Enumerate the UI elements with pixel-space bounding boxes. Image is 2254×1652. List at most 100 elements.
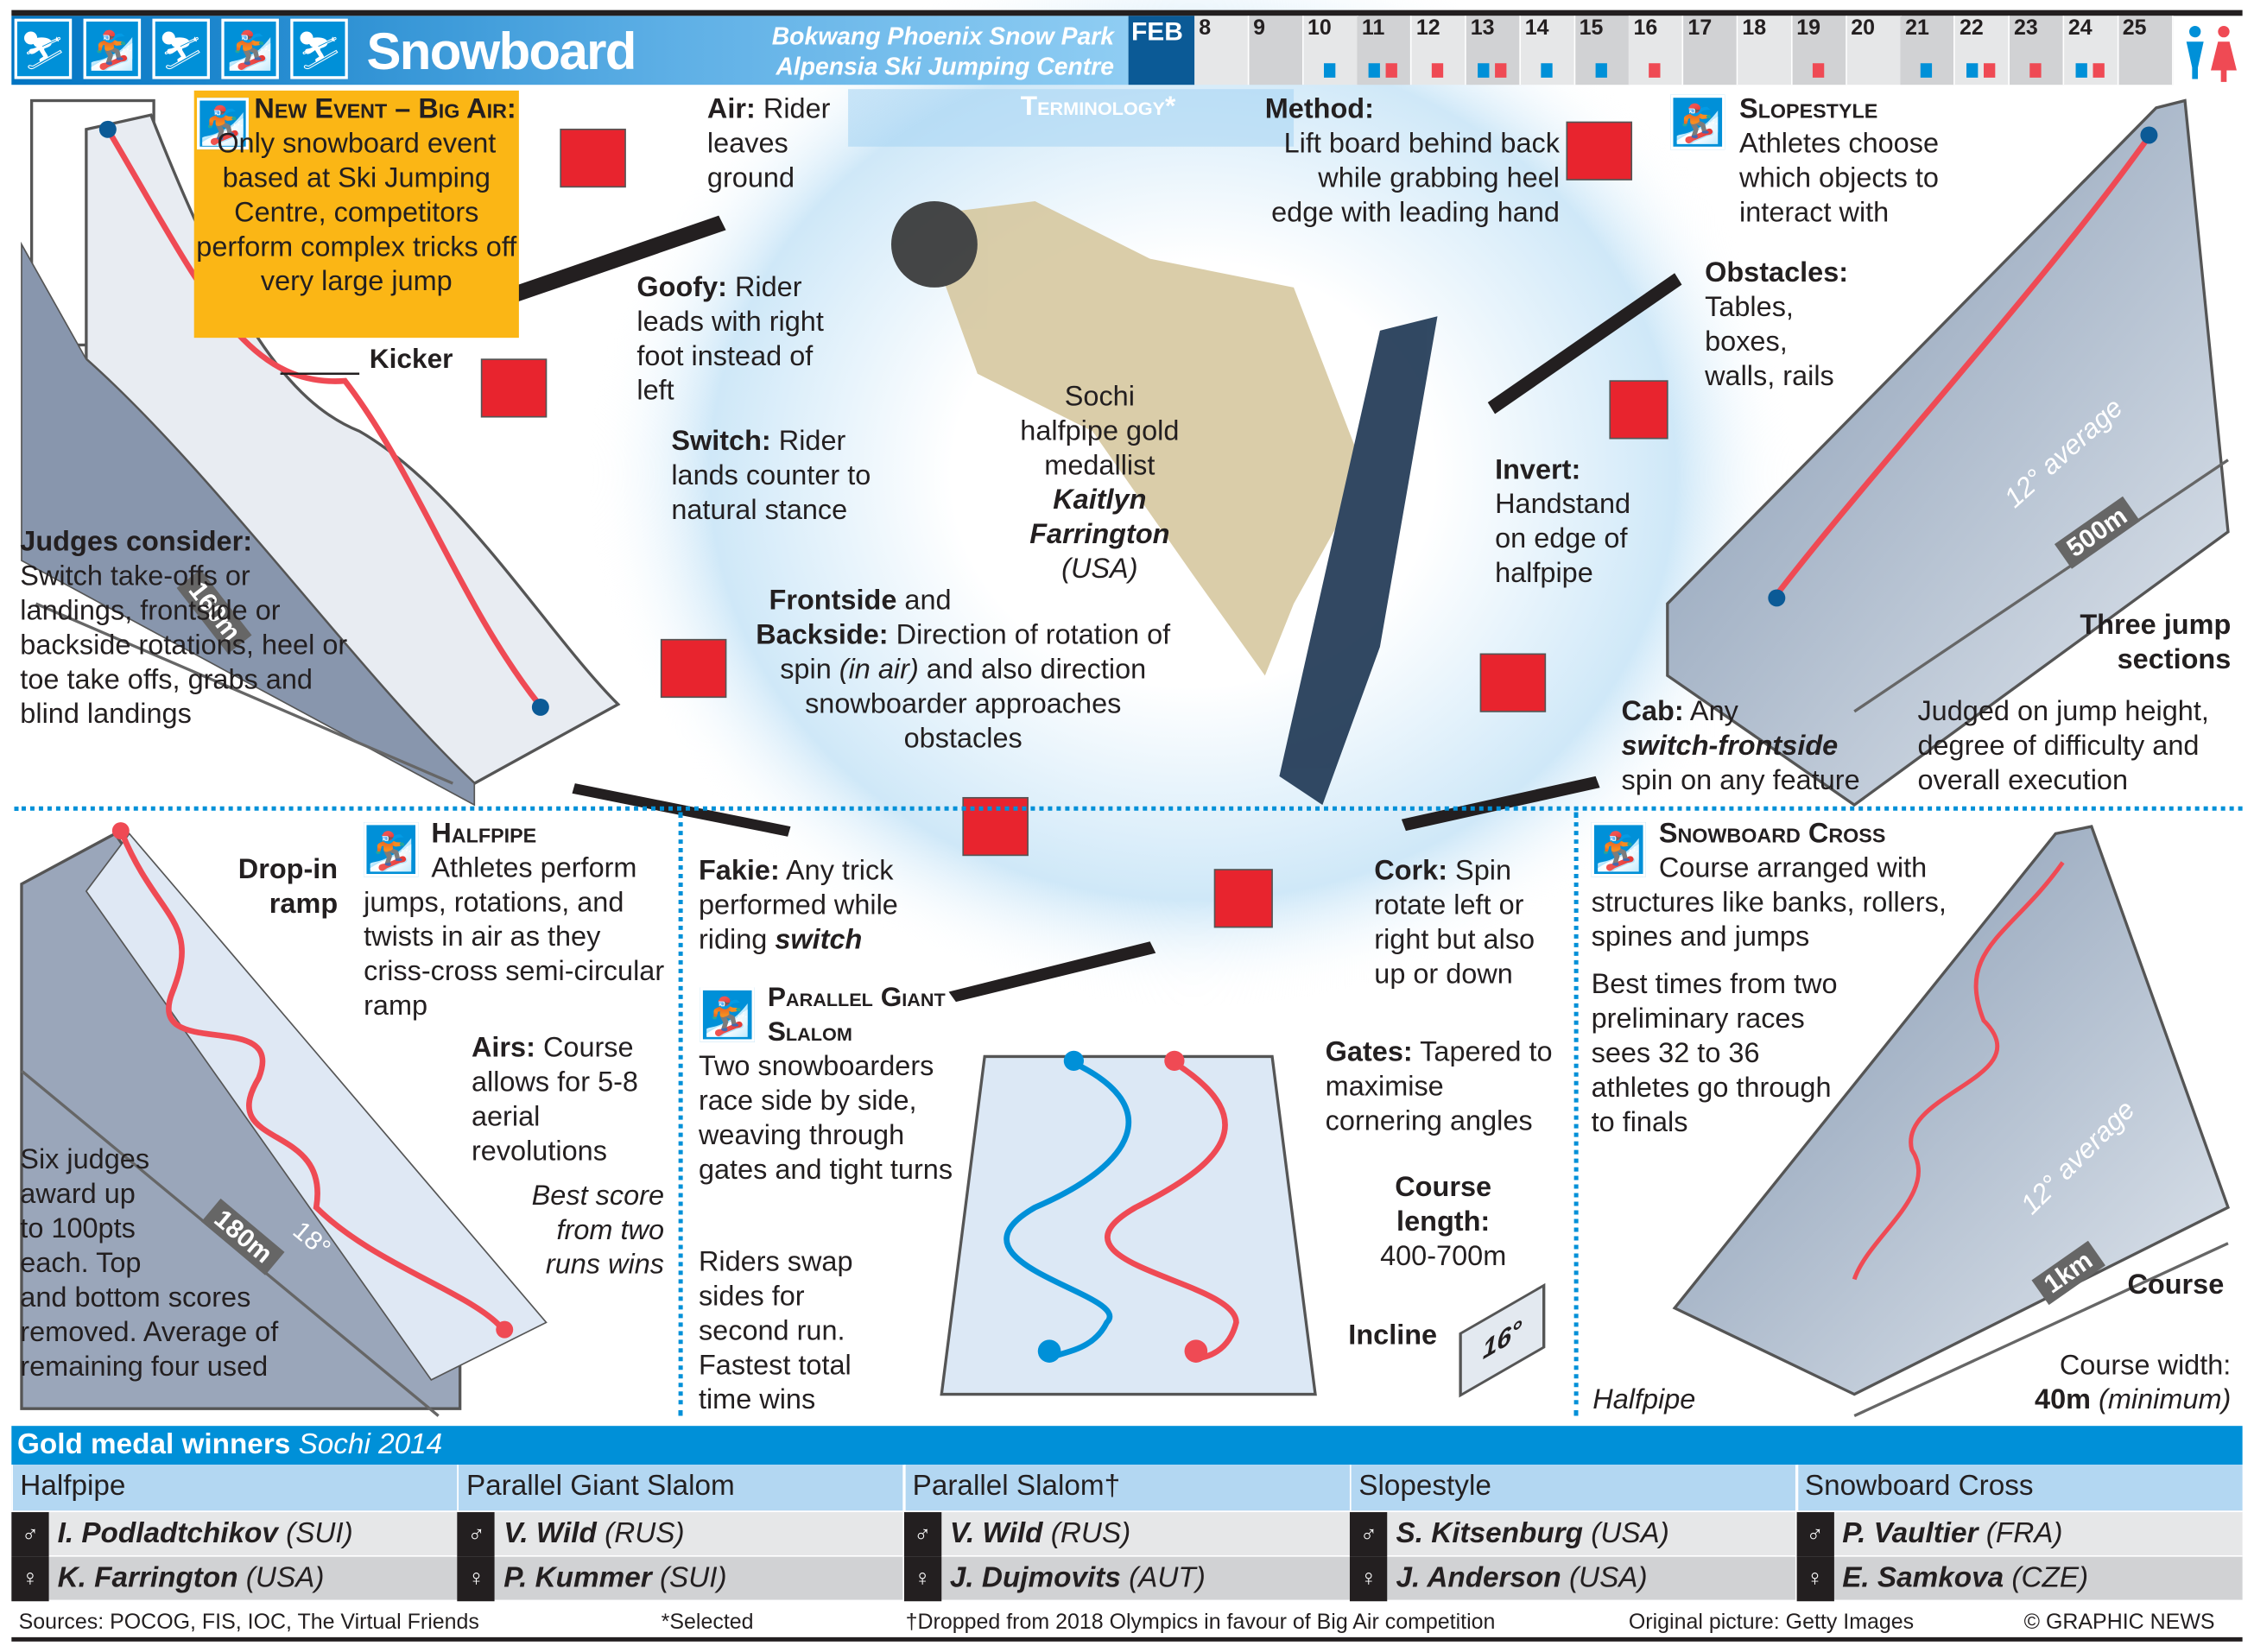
female-icon: ♀ — [457, 1555, 496, 1601]
winner-name: E. Samkova — [1842, 1561, 2004, 1594]
calendar-day: 10 — [1303, 16, 1358, 85]
winner-country: (RUS) — [1050, 1516, 1131, 1549]
term-text: Any trick performed while riding — [698, 855, 898, 956]
term-method: Method:Lift board behind back while grab… — [1265, 92, 1560, 231]
table-column: Slopestyle ♂S. Kitsenburg (USA) ♀J. Ande… — [1350, 1465, 1796, 1601]
athlete-country: (USA) — [1061, 553, 1138, 585]
halfpipe-title: Halfpipe — [431, 818, 537, 850]
sbx-course-label: Course — [2127, 1269, 2225, 1301]
course-width: Course width:40m (minimum) — [1984, 1348, 2231, 1417]
gates-text: Tapered to maximise cornering angles — [1325, 1036, 1553, 1137]
calendar-day-number: 18 — [1742, 16, 1767, 41]
calendar-day: 12 — [1411, 16, 1467, 85]
term-text: Spin rotate left or right but also up or… — [1374, 855, 1535, 991]
calendar-day: 18 — [1738, 16, 1793, 85]
big-air-text: New Event – Big Air: Only snowboard even… — [194, 92, 519, 300]
term-frontside-backside: Backside: Direction of rotation of spin … — [748, 618, 1179, 756]
selected-note: *Selected — [661, 1610, 754, 1635]
winner-country: (SUI) — [286, 1516, 353, 1549]
term-air: Air: Rider leaves ground — [707, 92, 851, 196]
calendar-day-number: 16 — [1633, 16, 1658, 41]
airs-text: Course allows for 5-8 aerial revolutions — [471, 1032, 638, 1168]
men-event-marker — [1541, 63, 1553, 78]
course-width-value: 40m — [2035, 1383, 2092, 1416]
table-row-women: ♀K. Farrington (USA) — [11, 1554, 458, 1601]
obstacles-title: Obstacles: — [1705, 256, 1849, 289]
sbx-title: Snowboard Cross — [1658, 818, 1886, 850]
judges-title: Judges consider: — [20, 526, 253, 558]
section-divider — [678, 812, 683, 1416]
gates-title: Gates: — [1325, 1036, 1413, 1068]
event-header: Halfpipe — [11, 1465, 458, 1511]
calendar-day-number: 10 — [1307, 16, 1332, 41]
calendar-day-number: 11 — [1361, 16, 1385, 41]
men-event-marker — [1594, 63, 1607, 78]
term-text: Rider lands counter to natural stance — [671, 425, 871, 527]
picture-credit: Original picture: Getty Images — [1628, 1610, 1915, 1635]
term-label: Air: — [706, 93, 756, 125]
big-air-title: New Event – Big Air: — [254, 93, 516, 125]
calendar-day-number: 23 — [2013, 16, 2038, 41]
illustrations — [20, 0, 2231, 1418]
term-label: Cork: — [1374, 855, 1448, 887]
calendar-day: 13 — [1466, 16, 1522, 85]
snowboard-pictogram-icon: ⛷ — [152, 18, 211, 79]
women-event-marker — [2029, 63, 2042, 78]
calendar-day-number: 25 — [2122, 16, 2147, 41]
pgs-title: Parallel Giant Slalom — [767, 983, 946, 1048]
slopestyle-pictogram-icon: 🏂 — [1670, 94, 1725, 150]
course-length-title: Course length: — [1395, 1171, 1492, 1238]
course-width-note: (minimum) — [2099, 1383, 2232, 1416]
halfpipe-pictogram-icon: 🏂 — [364, 822, 419, 877]
gold-medal-table: Gold medal winners Sochi 2014 Halfpipe ♂… — [11, 1426, 2243, 1601]
calendar-day-number: 8 — [1199, 16, 1212, 41]
term-text: Rider leads with right foot instead of l… — [636, 271, 824, 408]
term-text: Any — [1689, 695, 1738, 728]
big-air-description: Only snowboard event based at Ski Jumpin… — [196, 128, 517, 298]
calendar-day: 20 — [1846, 16, 1902, 85]
snowboards — [510, 215, 1682, 1003]
calendar-day-number: 20 — [1851, 16, 1875, 41]
sources: Sources: POCOG, FIS, IOC, The Virtual Fr… — [18, 1610, 479, 1635]
judges-consider: Judges consider:Switch take-offs or land… — [20, 525, 364, 732]
table-title: Gold medal winners Sochi 2014 — [11, 1426, 2243, 1465]
drop-in-ramp: Drop-in ramp — [237, 853, 339, 921]
term-label: Frontside — [769, 585, 897, 617]
table-row-men: ♂V. Wild (RUS) — [903, 1510, 1350, 1556]
winner-name: V. Wild — [949, 1516, 1043, 1549]
big-air-pictogram-icon: 🏂 — [197, 98, 249, 150]
course-width-title: Course width: — [2059, 1349, 2232, 1382]
calendar-day: 14 — [1520, 16, 1575, 85]
winner-country: (SUI) — [659, 1561, 727, 1594]
event-header: Slopestyle — [1350, 1465, 1796, 1511]
jump-sections: Three jump sections — [2080, 609, 2232, 676]
term-text: spin on any feature — [1621, 764, 1860, 797]
calendar-day: 24 — [2063, 16, 2119, 85]
gender-legend — [2181, 20, 2238, 83]
winner-name: P. Vaultier — [1842, 1516, 1979, 1549]
table-row-women: ♀J. Anderson (USA) — [1350, 1554, 1796, 1601]
women-event-marker — [1386, 63, 1398, 78]
male-icon: ♂ — [1350, 1511, 1388, 1556]
winner-name: S. Kitsenburg — [1396, 1516, 1583, 1549]
event-header: Parallel Giant Slalom — [457, 1465, 903, 1511]
pgs-swap: Riders swap sides for second run. Fastes… — [698, 1246, 853, 1416]
men-event-marker — [1921, 63, 1933, 78]
calendar-day: 16 — [1629, 16, 1684, 85]
winner-name: P. Kummer — [503, 1561, 652, 1594]
slopestyle-title: Slopestyle — [1739, 93, 1878, 125]
calendar-day: 23 — [2009, 16, 2065, 85]
winner-country: (AUT) — [1129, 1561, 1206, 1594]
calendar-day-number: 14 — [1524, 16, 1549, 41]
airs: Airs: Course allows for 5-8 aerial revol… — [472, 1030, 658, 1168]
male-icon: ♂ — [903, 1511, 941, 1556]
term-text: and — [904, 585, 952, 617]
pgs-pictogram-icon: 🏂 — [700, 987, 755, 1042]
halfpipe-text: Athletes perform jumps, rotations, and t… — [364, 852, 665, 1022]
calendar-day-number: 22 — [1960, 16, 1984, 41]
calendar-month: FEB — [1128, 16, 1195, 85]
calendar-day: 15 — [1574, 16, 1630, 85]
female-icon: ♀ — [903, 1555, 941, 1601]
